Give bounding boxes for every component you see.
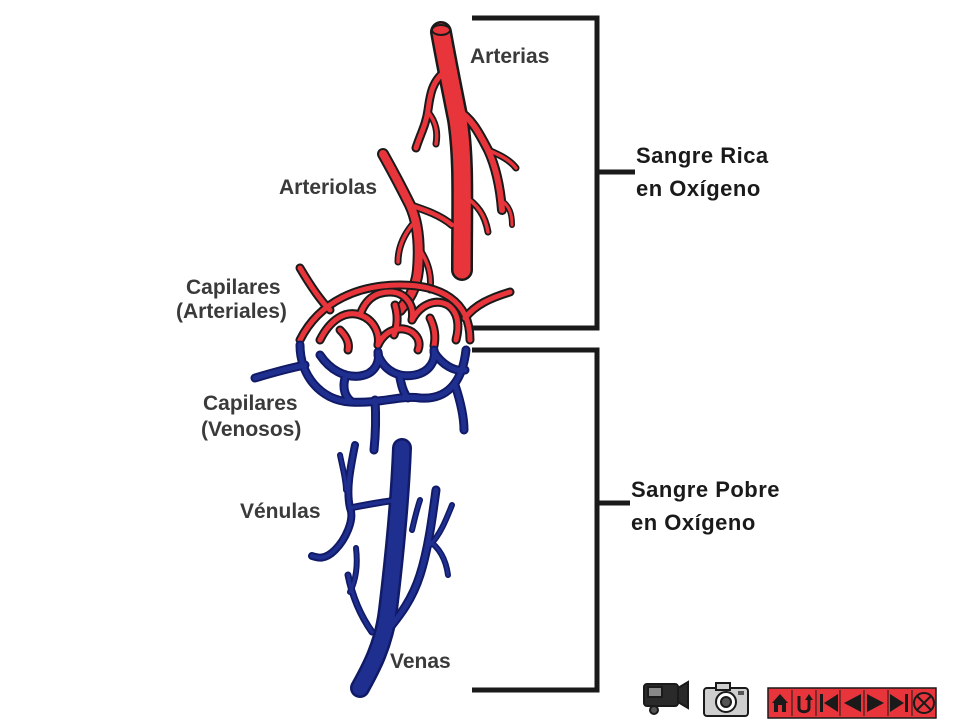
previous-icon[interactable]	[840, 688, 864, 718]
return-icon[interactable]	[792, 688, 816, 718]
label-venulas: Vénulas	[240, 500, 321, 523]
label-capilares-venosos-2: (Venosos)	[201, 418, 301, 441]
group-rica-line2: en Oxígeno	[636, 176, 761, 201]
bracket-rica	[472, 15, 635, 331]
navigation-bar	[767, 687, 937, 719]
next-icon[interactable]	[864, 688, 888, 718]
label-capilares-venosos-1: Capilares	[203, 392, 298, 415]
label-capilares-arteriales-2: (Arteriales)	[176, 300, 287, 323]
photo-camera-icon[interactable]	[703, 682, 749, 717]
bracket-pobre	[472, 347, 630, 693]
label-arterias: Arterias	[470, 45, 549, 68]
group-pobre-line1: Sangre Pobre	[631, 477, 780, 502]
label-capilares-arteriales-1: Capilares	[186, 276, 281, 299]
label-venas: Venas	[390, 650, 451, 673]
first-icon[interactable]	[816, 688, 840, 718]
label-arteriolas: Arteriolas	[279, 176, 377, 199]
capillary-bed	[250, 263, 515, 455]
home-icon[interactable]	[768, 688, 792, 718]
close-icon[interactable]	[912, 688, 936, 718]
group-rica-line1: Sangre Rica	[636, 143, 769, 168]
video-camera-icon[interactable]	[643, 680, 689, 715]
veins	[308, 438, 455, 698]
group-pobre-line2: en Oxígeno	[631, 510, 756, 535]
last-icon[interactable]	[888, 688, 912, 718]
arteries	[377, 21, 520, 316]
